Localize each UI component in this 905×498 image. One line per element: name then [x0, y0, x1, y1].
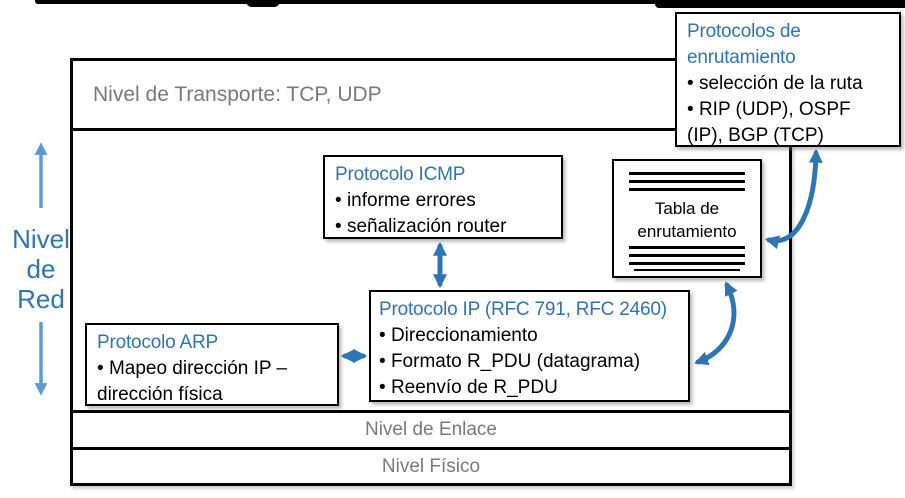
routing-table-label: Tabla de enrutamiento: [637, 199, 737, 241]
protocol-stack-frame: [70, 58, 792, 486]
routing-table-rule-icon: [629, 188, 745, 191]
arp-protocol-box: Protocolo ARP Mapeo dirección IP – direc…: [85, 323, 339, 406]
icmp-box-title: Protocolo ICMP: [335, 164, 466, 185]
routing-table-rule-icon: [629, 262, 745, 265]
ip-bullet-1: Direccionamiento: [379, 323, 680, 349]
icmp-bullet-2: señalización router: [335, 214, 551, 240]
arp-box-title: Protocolo ARP: [97, 332, 218, 353]
network-layer-label-line2: de: [26, 254, 56, 284]
ip-protocol-box: Protocolo IP (RFC 791, RFC 2460) Direcci…: [369, 290, 690, 402]
ip-box-title: Protocolo IP (RFC 791, RFC 2460): [379, 299, 667, 320]
routing-table-box: Tabla de enrutamiento: [612, 159, 762, 278]
routing-box-title: Protocolos de enrutamiento: [687, 21, 801, 68]
network-layer-label: Nivel de Red: [7, 224, 75, 314]
transport-layer-label: Nivel de Transporte: TCP, UDP: [93, 83, 382, 106]
top-edge-artifact: [35, 0, 905, 4]
ip-bullet-3: Reenvío de R_PDU: [379, 375, 680, 401]
arp-bullet-1: Mapeo dirección IP – dirección física: [97, 356, 327, 408]
routing-bullet-1: selección de la ruta: [687, 71, 889, 97]
routing-table-rule-icon: [634, 269, 740, 271]
link-layer-label: Nivel de Enlace: [364, 419, 498, 440]
network-layer-label-line1: Nivel: [12, 224, 70, 254]
top-edge-artifact-right: [655, 0, 905, 8]
transport-row-divider: [70, 128, 792, 131]
network-layer-label-line3: Red: [17, 284, 65, 314]
ip-bullet-2: Formato R_PDU (datagrama): [379, 349, 680, 375]
routing-table-rule-icon: [629, 172, 745, 175]
routing-table-rule-icon: [629, 180, 745, 183]
icmp-protocol-box: Protocolo ICMP informe errores señalizac…: [323, 155, 563, 239]
physical-layer-label: Nivel Físico: [381, 456, 481, 477]
link-row-divider: [70, 410, 792, 413]
routing-protocols-box: Protocolos de enrutamiento selección de …: [675, 12, 901, 147]
physical-row-divider: [70, 447, 792, 450]
routing-bullet-2: RIP (UDP), OSPF (IP), BGP (TCP): [687, 97, 889, 149]
icmp-bullet-1: informe errores: [335, 188, 551, 214]
routing-table-rule-icon: [629, 246, 745, 249]
top-edge-artifact-bump: [246, 0, 280, 7]
routing-table-rule-icon: [629, 254, 745, 257]
